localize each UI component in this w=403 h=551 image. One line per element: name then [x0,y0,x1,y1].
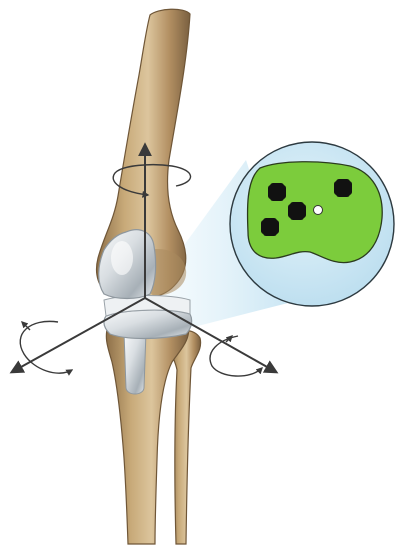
sensor-marker [268,183,286,201]
sensor-marker [334,179,352,197]
sensor-marker [261,218,279,236]
tibial-stem [124,332,146,394]
femoral-component-highlight [111,241,133,275]
rotation-arrow-left [20,321,72,373]
rotation-arrow-right [210,336,262,376]
fibula [169,331,200,545]
sensor-marker [288,202,306,220]
center-marker [314,206,323,215]
